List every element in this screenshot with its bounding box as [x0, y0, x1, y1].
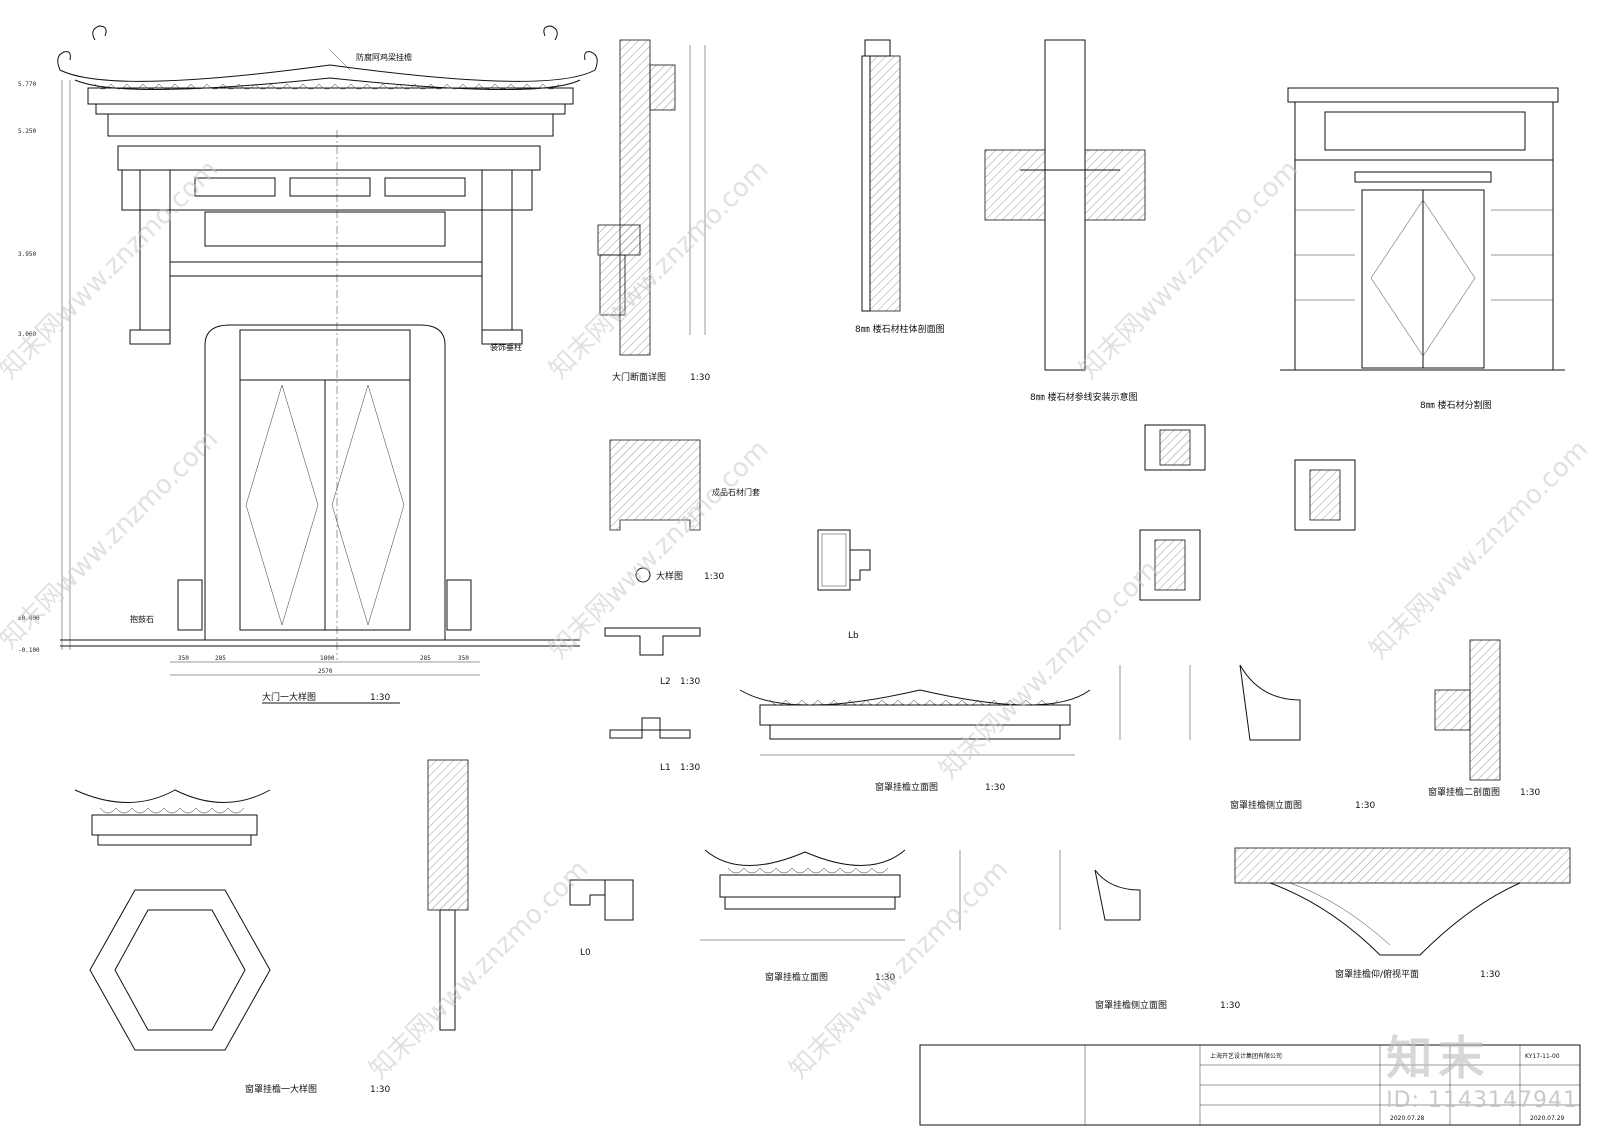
l0-title: L0: [580, 948, 591, 958]
elevation-3950: 3.950: [18, 251, 36, 258]
window-sec2-title: 窗罩挂檐二剖面图: [1428, 786, 1500, 798]
pier-stone-left: [177, 579, 203, 631]
ornament-note: 装饰垂柱: [490, 342, 522, 352]
watermark-8: 知末网www.znzmo.com: [364, 854, 595, 1085]
beam-l1: L1 1:30: [609, 717, 700, 773]
elevation-minus0100: -0.100: [18, 647, 40, 654]
window-side-elevation-2: 窗罩挂檐侧立面图 1:30: [959, 850, 1240, 1011]
window-front2-scale: 1:30: [875, 973, 895, 983]
sheet-date-2: 2020.07.29: [1530, 1115, 1565, 1122]
stone-install-diagram: 8㎜ 楼石材参线安装示意图: [984, 39, 1146, 403]
window-front-elevation-2: 窗罩挂檐立面图 1:30: [700, 849, 906, 983]
dim-2570: 2570: [318, 668, 333, 675]
window-side-elevation: 窗罩挂檐侧立面图 1:30: [1119, 664, 1375, 811]
drawing-number: KY17-11-00: [1525, 1053, 1560, 1060]
roof-top-right-ornament: [543, 25, 558, 41]
window-sec2-scale: 1:30: [1520, 788, 1540, 798]
window-plan-title: 窗罩挂檐仰/俯视平面: [1335, 968, 1419, 980]
watermark-7: 知末网www.znzmo.com: [1364, 434, 1595, 665]
brand-logo: 知末: [1386, 1031, 1491, 1085]
detail-1: 成品石材门套 大样图 1:30: [609, 439, 760, 583]
window-side-scale: 1:30: [1355, 801, 1375, 811]
watermarks: 知末网www.znzmo.com 知末网www.znzmo.com 知末网www…: [0, 154, 1594, 1085]
roof-top-left-ornament: [92, 25, 107, 41]
brand-watermark: 知末 ID: 1143147941: [1386, 1022, 1578, 1113]
elevation-0000: ±0.000: [18, 615, 40, 622]
window-side2-scale: 1:30: [1220, 1001, 1240, 1011]
window-front-scale: 1:30: [985, 783, 1005, 793]
beam-l0: L0: [569, 879, 634, 958]
door-ornament-label: 防腐阿鸡梁挂檐: [356, 52, 412, 62]
dim-285-right: 285: [420, 655, 431, 662]
title-block: 上海开艺设计集团有限公司 2020.07.28 2020.07.29 KY17-…: [919, 1044, 1581, 1126]
window-plan: 窗罩挂檐仰/俯视平面 1:30: [1234, 847, 1571, 980]
door-scale: 1:30: [370, 693, 390, 703]
watermark-1: 知末网www.znzmo.com: [0, 154, 224, 385]
stone-split-elevation: 8㎜ 楼石材分割图: [1280, 87, 1565, 411]
door-section-title: 大门断面详图: [612, 371, 666, 383]
watermark-3: 知末网www.znzmo.com: [544, 154, 775, 385]
window-detail-1: 窗罩挂檐一大样图 1:30: [74, 759, 469, 1095]
node-details: [1139, 424, 1356, 601]
detail1-title: 大样图: [656, 570, 683, 582]
window-side-title: 窗罩挂檐侧立面图: [1230, 799, 1302, 811]
company-name: 上海开艺设计集团有限公司: [1210, 1052, 1282, 1060]
watermark-9: 知末网www.znzmo.com: [784, 854, 1015, 1085]
window-section-2: 窗罩挂檐二剖面图 1:30: [1428, 639, 1540, 798]
l2-title: L2: [660, 677, 671, 687]
detail1-scale: 1:30: [704, 572, 724, 582]
door-title: 大门一大样图: [262, 691, 316, 703]
elevation-5770: 5.770: [18, 81, 36, 88]
sheet-date-1: 2020.07.28: [1390, 1115, 1425, 1122]
window-plan-scale: 1:30: [1480, 970, 1500, 980]
install-title: 8㎜ 楼石材参线安装示意图: [1030, 391, 1138, 403]
main-gate-elevation: 防腐阿鸡梁挂檐 抱鼓石 装饰垂柱 5.770 5.25: [18, 25, 598, 704]
pier-stone-label: 抱鼓石: [130, 614, 154, 624]
pillar-title: 8㎜ 楼石材柱体剖面图: [855, 323, 945, 335]
stone-split-title: 8㎜ 楼石材分割图: [1420, 399, 1492, 411]
brand-id: ID: 1143147941: [1386, 1088, 1578, 1113]
window-side2-title: 窗罩挂檐侧立面图: [1095, 999, 1167, 1011]
elevation-3060: 3.060: [18, 331, 36, 338]
dim-285-left: 285: [215, 655, 226, 662]
roof-left-ornament: [57, 51, 71, 71]
window-front-title: 窗罩挂檐立面图: [875, 781, 938, 793]
door-section-detail: 大门断面详图 1:30: [597, 39, 710, 383]
window-detail-scale: 1:30: [370, 1085, 390, 1095]
l1-scale: 1:30: [680, 763, 700, 773]
detail1-note: 成品石材门套: [712, 487, 760, 497]
l2-scale: 1:30: [680, 677, 700, 687]
window-front-elevation: 窗罩挂檐立面图 1:30: [739, 689, 1091, 793]
pillar-section: 8㎜ 楼石材柱体剖面图: [855, 39, 945, 335]
watermark-5: 知末网www.znzmo.com: [934, 554, 1165, 785]
roof-right-ornament: [584, 51, 598, 71]
dim-350-left: 350: [178, 655, 189, 662]
dim-1800: 1800: [320, 655, 335, 662]
window-detail-title: 窗罩挂檐一大样图: [245, 1083, 317, 1095]
l1-title: L1: [660, 763, 671, 773]
window-front2-title: 窗罩挂檐立面图: [765, 971, 828, 983]
door-section-scale: 1:30: [690, 373, 710, 383]
dim-350-right: 350: [458, 655, 469, 662]
elevation-5250: 5.250: [18, 128, 36, 135]
beam-l2: L2 1:30: [604, 627, 701, 687]
watermark-2: 知末网www.znzmo.com: [0, 424, 224, 655]
pier-stone-right: [446, 579, 472, 631]
roof-tiles: [94, 83, 560, 90]
lb-title: Lb: [848, 631, 859, 641]
beam-lb: Lb: [817, 529, 871, 641]
